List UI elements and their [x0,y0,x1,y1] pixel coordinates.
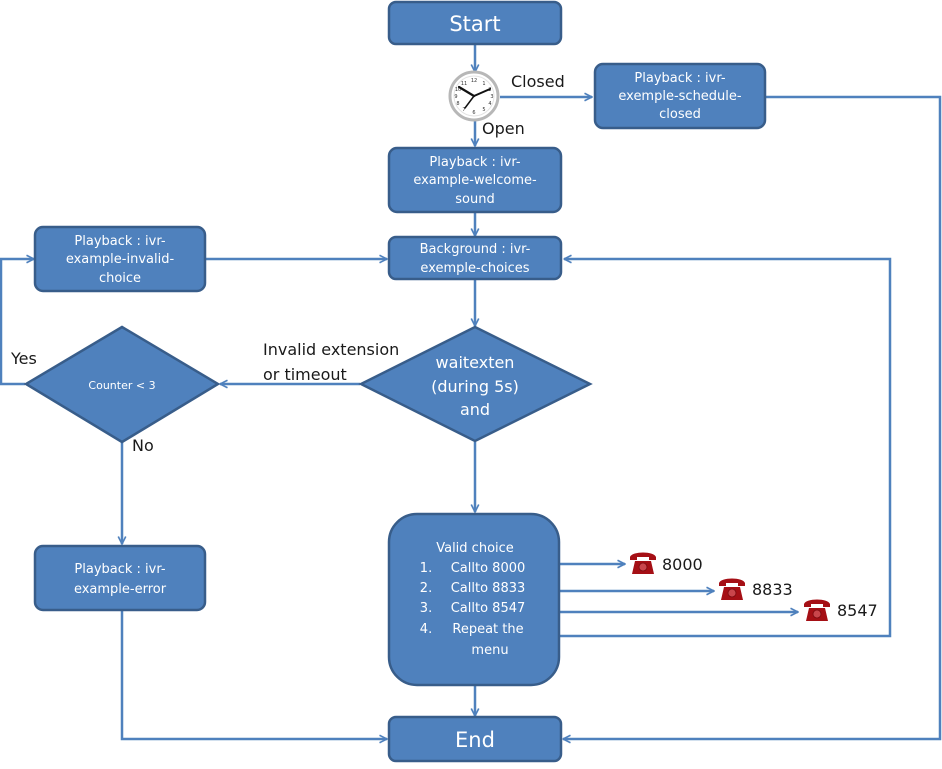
svg-text:7: 7 [462,107,465,113]
svg-text:8: 8 [456,101,459,107]
edge-label-yes: Yes [10,349,37,368]
extension-number: 8547 [837,601,878,620]
svg-text:12: 12 [471,78,477,84]
phone-icon [630,552,656,574]
valid-choice-item-4-num: 4. [420,622,432,637]
node-invalid-choice-line-1: Playback : ivr- [74,234,165,249]
edges [0,45,942,739]
node-start[interactable]: Start [387,0,563,46]
valid-choice-item-4-continuation: menu [471,643,508,658]
valid-choice-item-3-num: 3. [420,601,432,616]
edge-label-no: No [132,436,154,455]
valid-choice-item-1-num: 1. [420,561,432,576]
node-valid-choice-heading: Valid choice [436,541,514,556]
edge-label-closed: Closed [511,72,565,91]
node-background[interactable]: Background : ivr- exemple-choices [387,235,563,281]
node-waitexten[interactable]: waitexten (during 5s) and [358,325,593,443]
node-invalid-choice-line-3: choice [99,271,141,286]
node-end[interactable]: End [387,715,563,763]
edge-label-open: Open [482,119,525,138]
node-invalid-choice[interactable]: Playback : ivr- example-invalid- choice [33,225,207,293]
edge-counter-yes-to-invalid [0,259,34,386]
svg-text:10: 10 [455,87,461,93]
node-counter[interactable]: Counter < 3 [23,325,221,444]
phone-icon [719,578,745,600]
extension-8000: 8000 [630,552,703,574]
node-schedule-closed-line-2: exemple-schedule- [618,89,742,104]
svg-text:1: 1 [482,81,485,87]
node-invalid-choice-line-2: example-invalid- [66,252,175,267]
svg-text:4: 4 [488,101,491,107]
node-background-line-1: Background : ivr- [420,242,531,257]
svg-text:6: 6 [472,110,475,116]
node-background-line-2: exemple-choices [420,261,529,276]
valid-choice-item-2-text: Callto 8833 [451,581,526,596]
node-waitexten-line-2: (during 5s) [431,377,519,396]
svg-text:11: 11 [461,81,467,87]
node-counter-label: Counter < 3 [88,379,155,392]
node-welcome[interactable]: Playback : ivr- example-welcome- sound [387,146,563,214]
node-schedule-closed-line-1: Playback : ivr- [634,71,725,86]
edge-label-invalid-line-1: Invalid extension [263,340,399,359]
node-start-label: Start [449,12,500,36]
node-end-label: End [455,728,495,752]
extension-number: 8833 [752,580,793,599]
node-valid-choice[interactable]: Valid choice 1. Callto 8000 2. Callto 88… [387,512,561,687]
node-welcome-line-2: example-welcome- [413,173,537,188]
svg-text:3: 3 [490,94,493,100]
phone-icon [804,599,830,621]
node-waitexten-line-1: waitexten [436,353,515,372]
extension-8547: 8547 [804,599,878,621]
node-error[interactable]: Playback : ivr- example-error [33,544,207,612]
node-schedule-closed-line-3: closed [659,107,701,122]
extension-8833: 8833 [719,578,793,600]
valid-choice-item-1-text: Callto 8000 [451,561,526,576]
edge-closed-to-end [563,95,942,739]
node-waitexten-line-3: and [460,400,490,419]
node-schedule-closed[interactable]: Playback : ivr- exemple-schedule- closed [593,62,767,130]
valid-choice-item-2-num: 2. [420,581,432,596]
node-welcome-line-3: sound [455,192,494,207]
svg-text:9: 9 [454,94,457,100]
node-error-line-2: example-error [74,582,167,597]
valid-choice-item-3-text: Callto 8547 [451,601,526,616]
edge-repeat-to-background [560,259,892,638]
edge-label-invalid-line-2: or timeout [263,365,347,384]
edge-error-to-end [120,610,387,739]
valid-choice-item-4-text: Repeat the [452,622,523,637]
node-error-line-1: Playback : ivr- [74,562,165,577]
extension-number: 8000 [662,555,703,574]
node-welcome-line-1: Playback : ivr- [429,155,520,170]
svg-text:5: 5 [482,107,485,113]
